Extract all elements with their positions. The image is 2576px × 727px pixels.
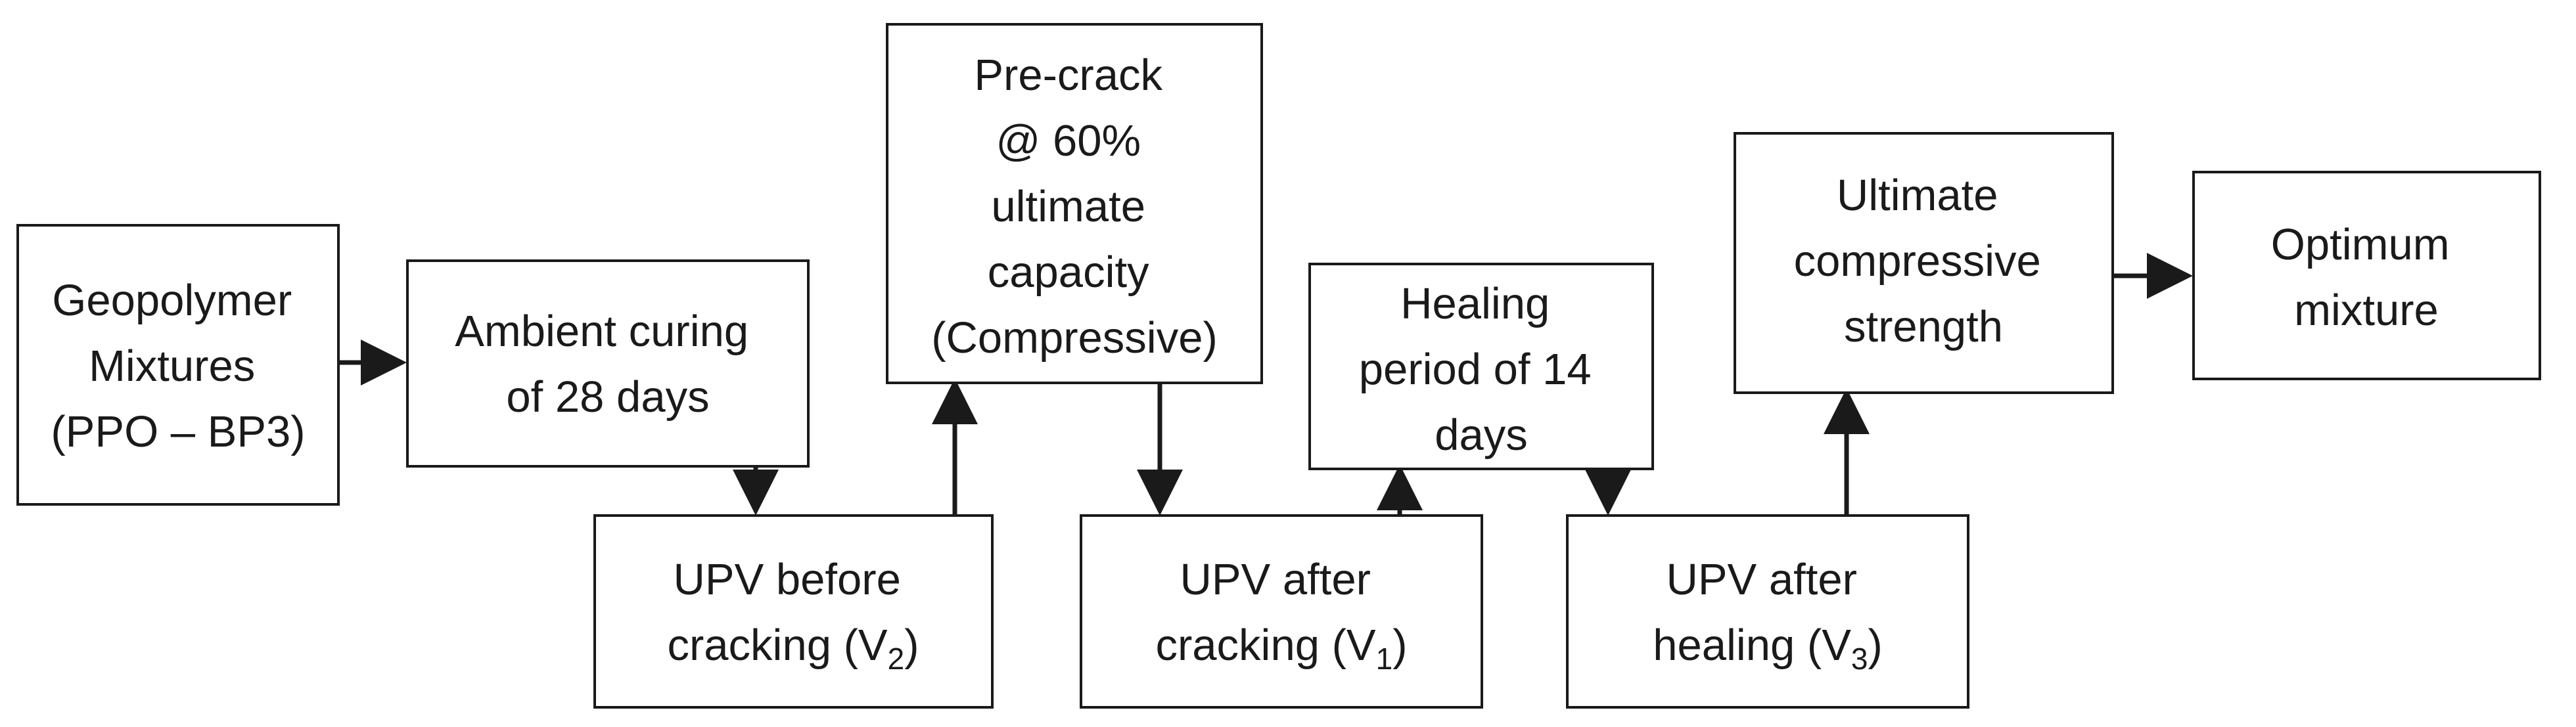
node-upv-after-healing-label: UPV after healing (V3) — [1653, 555, 1883, 676]
node-upv-after-cracking-label: UPV after cracking (V1) — [1155, 555, 1407, 676]
connectors — [338, 253, 2193, 516]
node-healing-period-label: Healing period of 14 days — [1359, 279, 1604, 460]
node-upv-before-cracking: UPV before cracking (V2) — [593, 514, 994, 709]
node-optimum-mixture-label: Optimum mixture — [2271, 220, 2462, 335]
node-ambient-curing-label: Ambient curing of 28 days — [455, 307, 761, 422]
node-ultimate-compressive-strength: Ultimate compressive strength — [1734, 132, 2114, 394]
node-healing-period: Healing period of 14 days — [1308, 263, 1654, 470]
node-upv-after-cracking: UPV after cracking (V1) — [1080, 514, 1483, 709]
node-pre-crack-label: Pre-crack @ 60% ultimate capacity (Compr… — [931, 51, 1218, 363]
node-optimum-mixture: Optimum mixture — [2192, 171, 2541, 380]
node-upv-after-healing: UPV after healing (V3) — [1566, 514, 1969, 709]
node-geopolymer-mixtures: Geopolymer Mixtures (PPO – BP3) — [16, 224, 340, 506]
node-ambient-curing: Ambient curing of 28 days — [406, 259, 810, 468]
node-ultimate-compressive-strength-label: Ultimate compressive strength — [1794, 171, 2054, 351]
node-pre-crack: Pre-crack @ 60% ultimate capacity (Compr… — [886, 23, 1263, 384]
node-upv-before-cracking-label: UPV before cracking (V2) — [667, 555, 919, 676]
node-geopolymer-mixtures-label: Geopolymer Mixtures (PPO – BP3) — [51, 276, 305, 456]
